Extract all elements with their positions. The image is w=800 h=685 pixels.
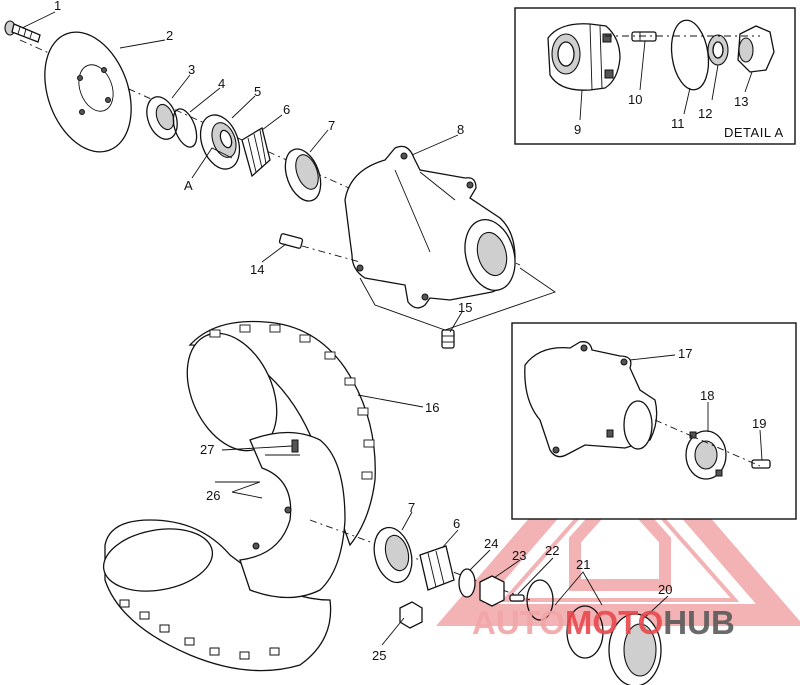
callout-6b: 6: [453, 516, 460, 531]
part-17-brake-hub: [524, 341, 658, 458]
callout-25: 25: [372, 648, 386, 663]
part-27-valve-stem: [291, 439, 299, 453]
part-24-washer: [458, 568, 476, 598]
part-3-seal: [146, 96, 178, 140]
callout-22: 22: [545, 543, 559, 558]
part-2-brake-disc: [44, 31, 132, 153]
part-19-screw: [751, 459, 771, 469]
callout-21: 21: [576, 557, 590, 572]
watermark-part-3: HUB: [663, 604, 735, 641]
part-8-wheel-hub: [344, 145, 516, 309]
callout-11: 11: [671, 116, 685, 131]
callout-2: 2: [166, 28, 173, 43]
part-15-stud: [441, 329, 455, 349]
callout-14: 14: [250, 262, 264, 277]
callout-17: 17: [678, 346, 692, 361]
part-18-hub-adapter: [685, 430, 727, 480]
part-20-hub-cap: [608, 613, 662, 685]
part-7-race-lower: [373, 526, 413, 584]
callout-19: 19: [752, 416, 766, 431]
part-23-axle-nut: [479, 575, 505, 607]
callout-12: 12: [698, 106, 712, 121]
part-9-hub-nut: [547, 23, 621, 91]
part-1-bolt: [4, 20, 41, 43]
part-7-race-upper: [284, 148, 322, 202]
part-callouts: 1 2 3 4 5 6 7 8 A 9 10 11 12 13 DETAIL A…: [54, 0, 784, 663]
leader-lines: [21, 11, 763, 646]
callout-27: 27: [200, 442, 214, 457]
part-6-roller-bearing-upper: [241, 126, 271, 178]
svg-text:AUTOMOTOHUB: AUTOMOTOHUB: [472, 604, 735, 641]
callout-5: 5: [254, 84, 261, 99]
part-13-cap-nut: [737, 25, 775, 73]
part-4-snap-ring: [172, 108, 198, 148]
part-22-cotter-pin: [509, 594, 525, 602]
brake-hub-detail-panel: [511, 322, 797, 520]
callout-6a: 6: [283, 102, 290, 117]
part-25-lug-nut: [399, 601, 423, 629]
part-14-bolt: [278, 233, 361, 263]
part-26-wheel-rim: [239, 431, 346, 599]
part-10-cotter-pin: [631, 31, 657, 42]
part-6-roller-bearing-lower: [419, 545, 455, 591]
callout-26: 26: [206, 488, 220, 503]
detail-a-panel: [514, 7, 796, 145]
callout-A: A: [184, 178, 193, 193]
callout-3: 3: [188, 62, 195, 77]
callout-4: 4: [218, 76, 225, 91]
callout-15: 15: [458, 300, 472, 315]
callout-9: 9: [574, 122, 581, 137]
part-21-seals: [526, 579, 604, 659]
callout-24: 24: [484, 536, 498, 551]
watermark-part-2: MOTO: [565, 604, 663, 641]
callout-1: 1: [54, 0, 61, 13]
callout-10: 10: [628, 92, 642, 107]
watermark-text: AUTOMOTOHUB: [472, 604, 735, 641]
part-5-bearing: [199, 114, 241, 170]
callout-13: 13: [734, 94, 748, 109]
callout-7a: 7: [328, 118, 335, 133]
part-12-washer: [707, 34, 729, 66]
callout-23: 23: [512, 548, 526, 563]
callout-18: 18: [700, 388, 714, 403]
watermark-part-1: AUTO: [472, 604, 565, 641]
callout-20: 20: [658, 582, 672, 597]
callout-16: 16: [425, 400, 439, 415]
callout-7b: 7: [408, 500, 415, 515]
part-16-tire: [102, 320, 376, 672]
callout-8: 8: [457, 122, 464, 137]
detail-a-label: DETAIL A: [724, 125, 784, 140]
